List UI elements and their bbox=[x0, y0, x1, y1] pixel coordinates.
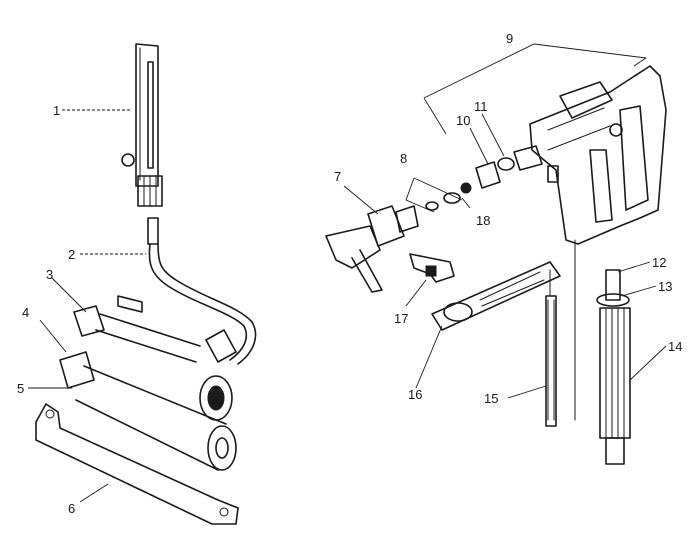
part-4-5-filter-assembly bbox=[59, 351, 237, 471]
leader-17 bbox=[405, 279, 427, 307]
assembly-guide-lines bbox=[549, 239, 576, 421]
callout-17: 17 bbox=[394, 311, 409, 326]
part-16-plate bbox=[431, 261, 561, 331]
callout-1: 1 bbox=[53, 103, 61, 118]
callout-11: 11 bbox=[474, 99, 488, 114]
leader-11 bbox=[481, 113, 505, 157]
part-3-swivel-rod bbox=[73, 295, 201, 363]
leader-6 bbox=[79, 483, 109, 503]
part-2-fluid-hose bbox=[147, 217, 257, 365]
callout-3: 3 bbox=[46, 267, 54, 282]
leader-7 bbox=[343, 185, 379, 215]
part-15-filter-rod bbox=[545, 295, 557, 427]
part-1-extension-handle bbox=[121, 43, 163, 207]
leader-3 bbox=[51, 277, 87, 313]
leader-12 bbox=[617, 261, 651, 273]
callout-12: 12 bbox=[652, 255, 667, 270]
leader-10 bbox=[469, 127, 489, 165]
callout-16: 16 bbox=[408, 387, 423, 402]
leader-15 bbox=[507, 385, 547, 399]
callout-14: 14 bbox=[668, 339, 683, 354]
callout-15: 15 bbox=[484, 391, 499, 406]
callout-7: 7 bbox=[334, 169, 342, 184]
leader-13 bbox=[621, 285, 657, 297]
callout-9: 9 bbox=[506, 31, 514, 46]
part-12-13-14-filter bbox=[596, 269, 631, 465]
part-6-guard bbox=[35, 403, 239, 525]
callout-8: 8 bbox=[400, 151, 408, 166]
callout-4: 4 bbox=[22, 305, 30, 320]
part-10-11-diffuser bbox=[475, 145, 543, 189]
callout-13: 13 bbox=[658, 279, 673, 294]
leader-16 bbox=[415, 325, 443, 389]
callout-18: 18 bbox=[476, 213, 491, 228]
part-17-key bbox=[409, 253, 455, 283]
callout-2: 2 bbox=[68, 247, 76, 262]
callout-6: 6 bbox=[68, 501, 76, 516]
leader-14 bbox=[629, 345, 667, 381]
leader-9 bbox=[423, 43, 647, 135]
part-8-seal bbox=[425, 182, 472, 211]
part-7-tip-guard bbox=[325, 205, 419, 293]
leader-18 bbox=[461, 197, 471, 209]
leader-4 bbox=[39, 319, 67, 353]
callout-10: 10 bbox=[456, 113, 471, 128]
leader-8 bbox=[405, 177, 463, 213]
callout-5: 5 bbox=[17, 381, 25, 396]
part-9-gun-body bbox=[529, 65, 667, 245]
